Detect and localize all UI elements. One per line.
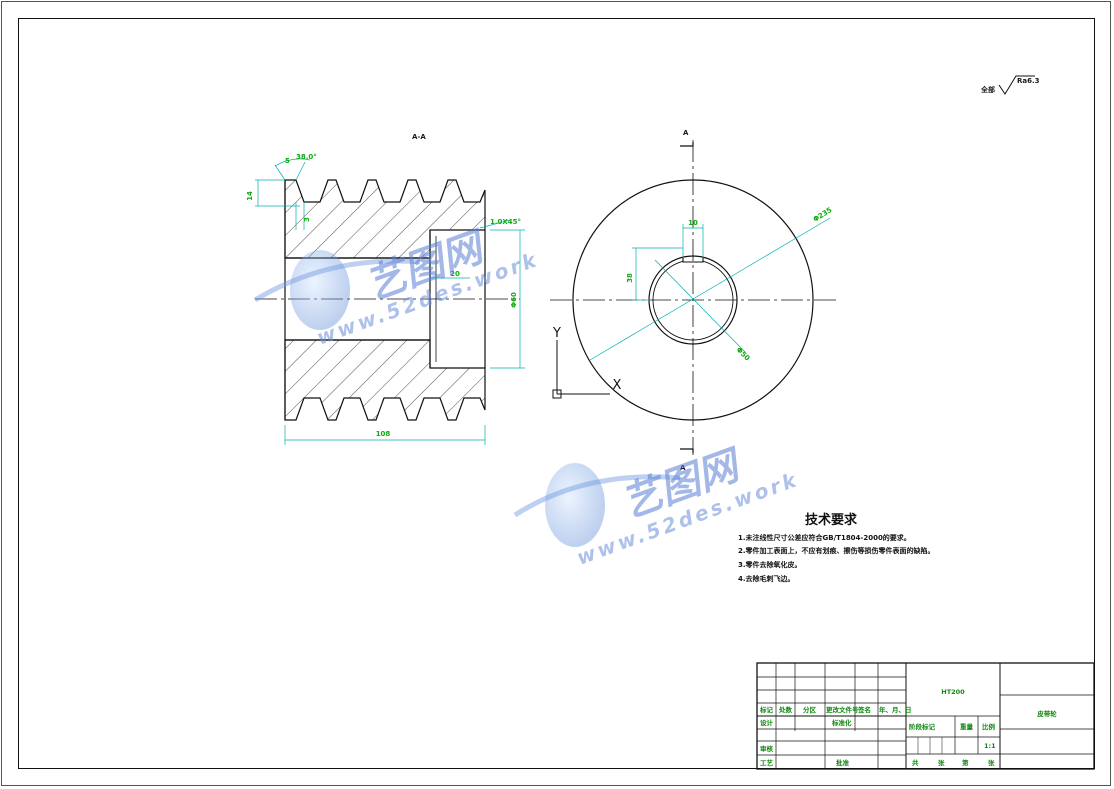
title-block-text: HT200 皮带轮 标记 处数 分区 更改文件号 签名 年、月、日 设计 标准化…	[759, 688, 1057, 767]
ucs-icon: Y X	[552, 326, 622, 399]
tb-page: 第	[962, 758, 969, 767]
tech-item-3: 3.零件去除氧化皮。	[738, 560, 802, 569]
dim-bore-step: 20	[450, 270, 460, 278]
dim-overall-length: 108	[376, 430, 391, 438]
tb-weight: 重量	[960, 722, 974, 731]
roughness-symbol: 全部 Ra6.3	[980, 75, 1040, 95]
tech-item-4: 4.去除毛刺飞边。	[738, 574, 795, 583]
tb-scale: 比例	[982, 722, 996, 731]
view-label: A-A	[412, 133, 426, 141]
roughness-prefix: 全部	[980, 85, 995, 94]
dim-keyway-depth: 38	[626, 273, 634, 283]
part-name: 皮带轮	[1037, 709, 1057, 718]
dim-groove-depth: 14	[246, 191, 254, 201]
tb-page-unit: 张	[988, 758, 995, 767]
dim-outer-diameter: Φ235	[812, 206, 834, 224]
tb-process: 工艺	[760, 758, 774, 767]
ucs-x-label: X	[613, 378, 622, 393]
tb-date: 年、月、日	[879, 705, 912, 714]
upper-section-hatch	[284, 179, 486, 259]
dim-chamfer: 1.0X45°	[490, 218, 521, 226]
tb-mark: 标记	[759, 705, 774, 714]
tb-approve: 批准	[836, 758, 850, 767]
tb-zone: 分区	[803, 705, 817, 714]
dim-groove-angle: 38.0°	[296, 153, 317, 161]
lower-section-hatch	[284, 339, 486, 421]
section-dimensions: 108 Φ60 20 1.0X45° 14 38.0° 5 3	[246, 133, 525, 445]
tb-design: 设计	[760, 718, 774, 727]
tb-standard: 标准化	[831, 718, 852, 727]
section-mark-bottom: A	[680, 464, 686, 472]
dim-bore-diameter: Φ60	[510, 292, 518, 308]
tb-scale-value: 1:1	[984, 742, 996, 750]
tb-total: 共	[912, 758, 919, 767]
title-block	[756, 662, 1095, 770]
dim-bore-small: Φ50	[735, 346, 752, 363]
tech-requirements: 技术要求 1.未注线性尺寸公差应符合GB/T1804-2000的要求。 2.零件…	[738, 512, 935, 583]
drawing-frame	[18, 18, 1095, 769]
tb-sign: 签名	[857, 705, 871, 714]
dim-groove-bottom: 3	[303, 217, 311, 222]
ucs-y-label: Y	[552, 326, 561, 341]
tech-title: 技术要求	[805, 512, 858, 528]
tb-count: 处数	[778, 705, 793, 714]
dim-groove-top: 5	[285, 157, 290, 165]
section-mark-top: A	[683, 129, 689, 137]
roughness-value: Ra6.3	[1017, 77, 1040, 85]
tb-stage-mark: 阶段标记	[909, 722, 936, 731]
tb-doc-no: 更改文件号	[826, 705, 859, 714]
dim-keyway-width: 10	[688, 219, 698, 227]
tb-sheet: 张	[938, 758, 945, 767]
tb-review: 审核	[760, 744, 774, 753]
end-view: A A Φ235 Φ50 10 38	[550, 129, 838, 472]
material: HT200	[941, 688, 965, 696]
tech-item-2: 2.零件加工表面上，不应有划痕、擦伤等损伤零件表面的缺陷。	[738, 546, 935, 555]
tech-item-1: 1.未注线性尺寸公差应符合GB/T1804-2000的要求。	[738, 533, 911, 542]
